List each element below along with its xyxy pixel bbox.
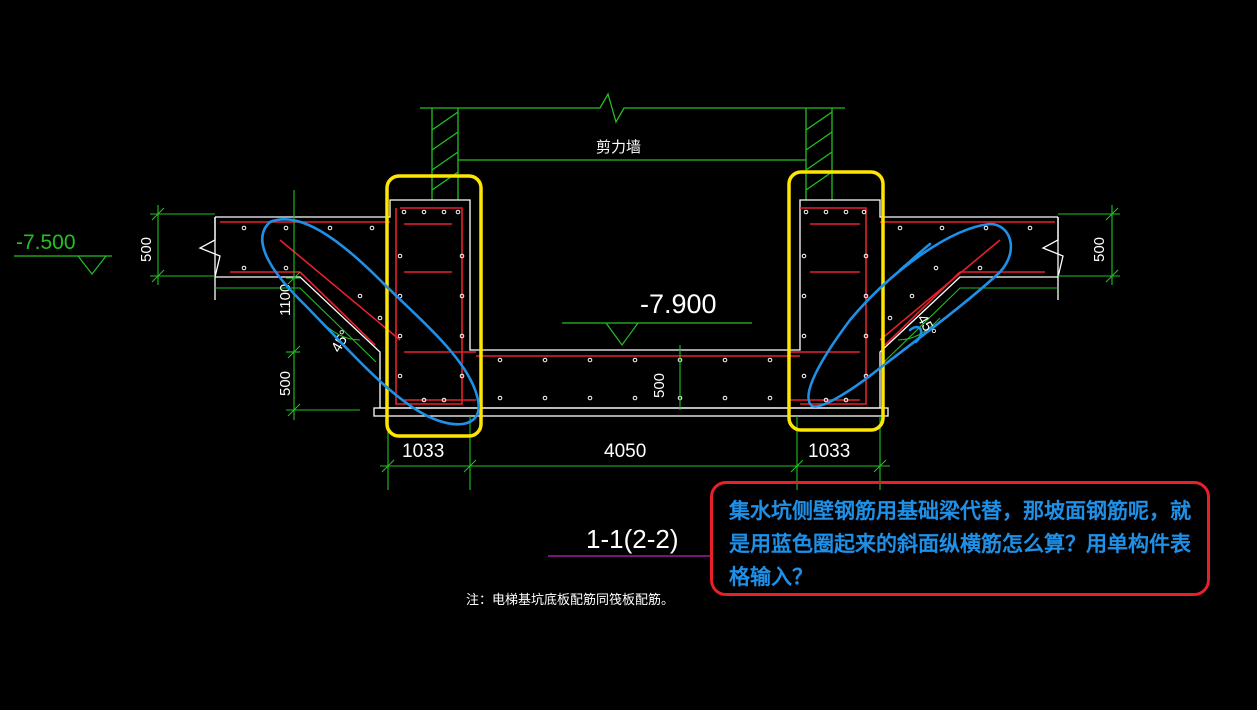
- rebar-lines: [220, 207, 1055, 405]
- yellow-box-right: [787, 170, 885, 432]
- yellow-box-left: [385, 174, 483, 438]
- yellow-highlights: [385, 170, 885, 438]
- drawing-labels: -7.500 -7.900 500 500 1100 500 500 1033 …: [16, 231, 1108, 607]
- callout-text: 集水坑侧壁钢筋用基础梁代替，那坡面钢筋呢，就是用蓝色圈起来的斜面纵横筋怎么算？用…: [729, 498, 1191, 589]
- dim-height-left: 1100: [277, 284, 294, 316]
- blue-circle-left: [260, 218, 480, 426]
- section-title: 1-1(2-2): [586, 524, 678, 554]
- wall-label: 剪力墙: [596, 139, 641, 156]
- dim-base-left: 500: [277, 371, 294, 396]
- rebar-dots: [241, 209, 1033, 403]
- elevation-center: -7.900: [640, 289, 717, 319]
- shear-wall: [420, 92, 845, 200]
- dimension-lines: [150, 190, 1120, 490]
- dim-slab-right: 500: [1091, 237, 1108, 262]
- slope-lines: [215, 287, 1058, 363]
- angle-marks: [317, 317, 941, 341]
- dim-base-center: 500: [651, 373, 668, 398]
- dim-bottom-right: 1033: [808, 441, 850, 462]
- elevation-markers: [14, 255, 752, 347]
- dim-bottom-left: 1033: [402, 441, 444, 462]
- question-callout: 集水坑侧壁钢筋用基础梁代替，那坡面钢筋呢，就是用蓝色圈起来的斜面纵横筋怎么算？用…: [710, 481, 1210, 596]
- drawing-note: 注：电梯基坑底板配筋同筏板配筋。: [466, 592, 674, 607]
- concrete-outline: [198, 199, 1064, 417]
- dim-bottom-center: 4050: [604, 441, 646, 462]
- blue-annotations: [260, 218, 1013, 426]
- dim-slab-left: 500: [138, 237, 155, 262]
- blue-circle-right: [807, 222, 1013, 408]
- elevation-left: -7.500: [16, 231, 76, 254]
